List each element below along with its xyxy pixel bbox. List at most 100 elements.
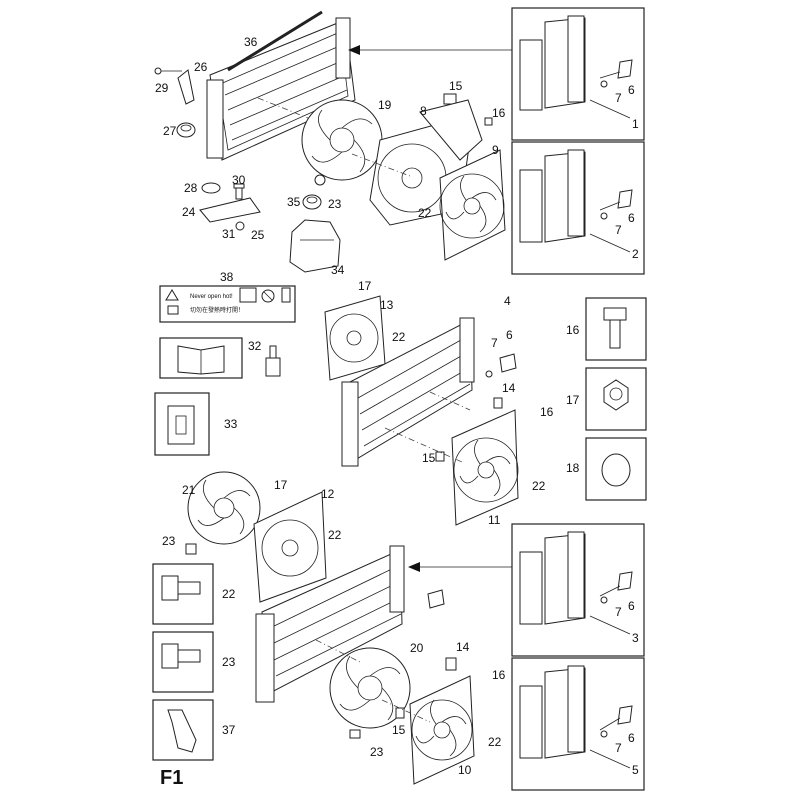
box1-callout-6: 6 (628, 83, 635, 97)
fitting-bottom-icon (427, 589, 445, 609)
shroud-9-icon (439, 149, 506, 261)
callout-36: 36 (244, 35, 258, 49)
callout-4: 4 (504, 294, 511, 308)
fan-20-icon (329, 647, 411, 739)
callout-33: 33 (224, 417, 238, 431)
sheet-label: F1 (160, 767, 183, 789)
axis-line (384, 427, 463, 463)
box22-callout: 22 (222, 587, 236, 601)
callout-14a: 14 (502, 381, 516, 395)
top-radiator-assembly (154, 10, 512, 273)
service-manual-icon (159, 337, 243, 379)
detail-box-4 (511, 657, 645, 791)
callout-35: 35 (287, 195, 301, 209)
box3-callout-6: 6 (628, 599, 635, 613)
axis-line (351, 153, 411, 177)
callout-26: 26 (194, 60, 208, 74)
detail-box-1 (511, 7, 645, 141)
callout-13: 13 (380, 298, 394, 312)
callout-31: 31 (222, 227, 236, 241)
callout-23c: 23 (370, 745, 384, 759)
callout-34: 34 (331, 263, 345, 277)
callout-28: 28 (184, 181, 198, 195)
detail-box-2 (511, 141, 645, 275)
box3-callout-7: 7 (615, 605, 622, 619)
bracket-14b-icon (445, 657, 457, 671)
axis-line (257, 97, 309, 119)
callout-38: 38 (220, 270, 234, 284)
box1-callout-7: 7 (615, 91, 622, 105)
arrow-head (348, 45, 360, 55)
box23-callout: 23 (222, 655, 236, 669)
warning-line-2: 切勿在發熱時打開！ (190, 306, 244, 314)
radiator-36-icon (206, 10, 356, 161)
bracket-14-icon (493, 397, 503, 409)
box4-callout-5: 5 (632, 763, 639, 777)
callout-22b: 22 (392, 330, 406, 344)
arrow-head (408, 562, 420, 572)
shroud-12-icon (253, 491, 327, 603)
radiator-3-icon (255, 545, 405, 703)
callout-21: 21 (182, 483, 196, 497)
callout-16a: 16 (492, 106, 506, 120)
callout-7a: 7 (491, 336, 498, 350)
callout-17b: 17 (274, 478, 288, 492)
callout-22c: 22 (532, 479, 546, 493)
bottom-radiator-assembly (185, 471, 512, 785)
callout-15a: 15 (449, 79, 463, 93)
bolt-16-box (585, 297, 647, 361)
fan-19-icon (301, 99, 383, 186)
nut-17-box (585, 367, 647, 431)
callout-17a: 17 (358, 279, 372, 293)
callout-23a: 23 (328, 197, 342, 211)
nut-31-icon (235, 221, 245, 231)
o-ring-18-box (585, 437, 647, 501)
callout-10: 10 (458, 763, 472, 777)
axis-line (381, 699, 431, 723)
shroud-11-icon (451, 409, 519, 526)
callout-27: 27 (163, 124, 177, 138)
radiator-4-icon (341, 317, 475, 467)
middle-radiator-assembly (324, 295, 519, 526)
callout-32: 32 (248, 339, 262, 353)
axis-line (315, 639, 361, 663)
callout-15c: 15 (392, 723, 406, 737)
grommet-27-icon (176, 122, 196, 138)
bracket-15c-icon (395, 707, 405, 719)
fan-21-icon (185, 471, 261, 555)
box2-callout-2: 2 (632, 247, 639, 261)
box3-callout-3: 3 (632, 631, 639, 645)
callout-22d: 22 (328, 528, 342, 542)
clip-33-box (154, 392, 210, 456)
shroud-10-icon (409, 675, 475, 785)
callout-15b: 15 (422, 451, 436, 465)
callout-30: 30 (232, 173, 246, 187)
bolt-16-icon (484, 117, 493, 126)
box2-callout-6: 6 (628, 211, 635, 225)
callout-14b: 14 (456, 640, 470, 654)
callout-22e: 22 (488, 735, 502, 749)
callout-6a: 6 (506, 328, 513, 342)
warning-line-1: Never open hot! (190, 294, 233, 300)
box16-callout: 16 (566, 323, 580, 337)
box17-callout: 17 (566, 393, 580, 407)
callout-23b: 23 (162, 534, 176, 548)
box4-callout-6: 6 (628, 731, 635, 745)
bracket-15b-icon (435, 451, 445, 462)
callout-9: 9 (492, 143, 499, 157)
clip-28-icon (201, 182, 221, 194)
bolt-23-box (152, 631, 214, 693)
bolt-22-box (152, 563, 214, 625)
shroud-13-icon (324, 295, 386, 381)
box1-callout-1: 1 (632, 117, 639, 131)
callout-16b: 16 (540, 405, 554, 419)
box4-callout-7: 7 (615, 741, 622, 755)
box18-callout: 18 (566, 461, 580, 475)
warning-label-icon (159, 285, 296, 323)
coolant-reservoir-34-icon (289, 219, 341, 273)
callout-12: 12 (321, 487, 335, 501)
bracket-37-box (152, 699, 214, 761)
cap-35-icon (302, 194, 322, 210)
bolt-30-icon (233, 183, 245, 200)
